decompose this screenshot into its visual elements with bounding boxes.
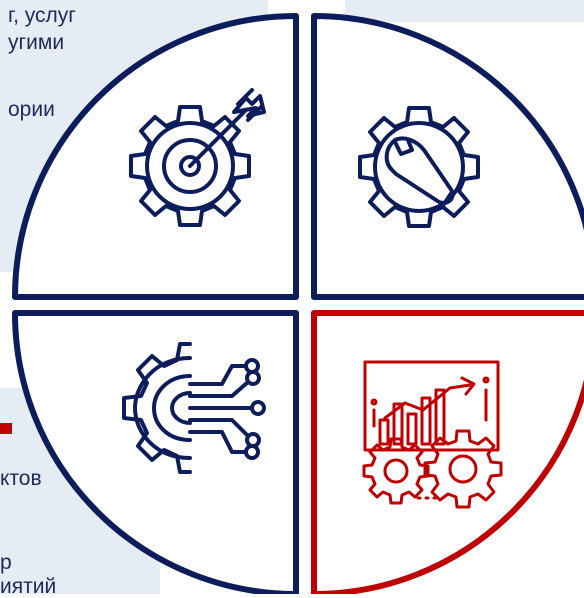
gear-target-icon — [129, 88, 266, 227]
quadrant-bottom-right — [311, 310, 584, 594]
quadrant-bottom-left — [12, 310, 299, 594]
accent-bar — [0, 423, 12, 434]
gear-circuit-icon — [122, 342, 266, 474]
text-line-bottom-3: иятий — [0, 575, 57, 598]
gear-wrench-icon — [358, 106, 480, 228]
text-line-top-2: угими — [8, 31, 65, 54]
growth-chart-gears-icon — [362, 360, 503, 509]
text-line-bottom-2: р — [0, 551, 12, 574]
panel-top-right — [345, 0, 584, 22]
text-line-top-1: г, услуг — [8, 4, 76, 27]
text-line-bottom-1: ктов — [0, 467, 42, 490]
text-line-top-3: ории — [8, 98, 55, 121]
quadrant-top-left — [12, 13, 299, 300]
quadrant-top-right — [311, 13, 584, 300]
